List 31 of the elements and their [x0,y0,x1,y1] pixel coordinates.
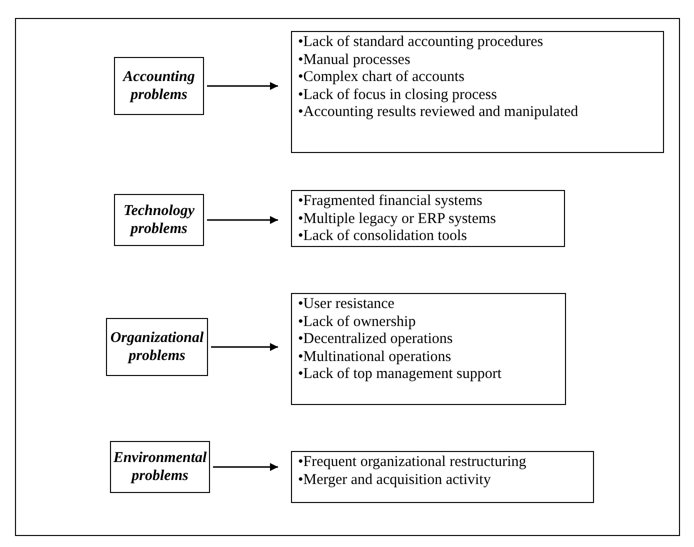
list-item: •Manual processes [298,52,412,69]
category-box [114,57,204,115]
list-box [291,451,594,503]
category-label: Accounting problems [121,68,196,104]
list-item: •Lack of standard accounting procedures [298,34,544,52]
list-item: •Decentralized operations [298,331,454,348]
arrow [207,216,278,224]
list-item: •Fragmented financial systems [298,193,484,210]
list-item: •Lack of consolidation tools [298,228,468,246]
list-item: •Multinational operations [298,348,452,366]
list-box [291,31,664,153]
list-item: •Lack of focus in closing process [298,86,498,104]
list-item: •Lack of ownership [298,314,417,331]
arrow [211,343,278,351]
category-label: Environmental problems [112,449,208,485]
category-label: Organizational problems [109,329,205,365]
category-box [110,441,210,493]
list-box [291,293,566,405]
arrow [207,82,278,90]
list-item: •User resistance [298,296,396,314]
list-item: •Complex chart of accounts [298,69,466,86]
arrow [213,463,278,471]
list-box [291,190,565,247]
category-label: Technology problems [122,202,196,238]
list-item: •Accounting results reviewed and manipulated [298,104,580,122]
category-box [106,318,208,376]
list-item: •Multiple legacy or ERP systems [298,210,498,228]
list-item: •Merger and acquisition activity [298,472,492,489]
category-box [114,194,204,246]
list-item: •Frequent organizational restructuring [298,454,528,472]
list-item: •Lack of top management support [298,366,503,384]
